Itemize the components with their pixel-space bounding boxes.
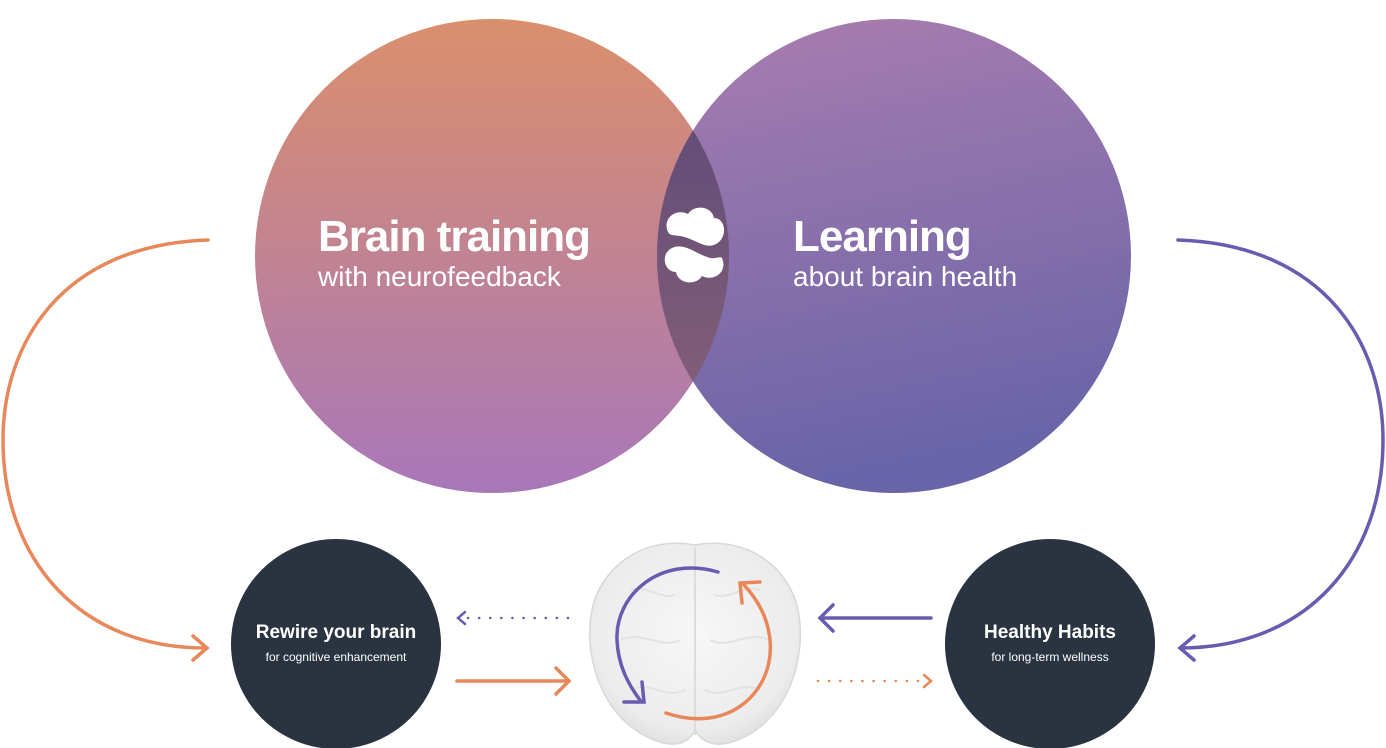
node-rewire bbox=[231, 539, 441, 748]
cycle-arrow-orange bbox=[664, 580, 773, 721]
dotted-arrow-to-rewire bbox=[456, 610, 570, 626]
arrow-habits-to-brain bbox=[817, 603, 933, 633]
rewire-label: Rewire your brain for cognitive enhancem… bbox=[231, 622, 441, 664]
venn-circle-learning bbox=[657, 19, 1131, 493]
habits-subtitle: for long-term wellness bbox=[991, 650, 1109, 664]
habits-title: Healthy Habits bbox=[984, 622, 1116, 643]
node-healthy-habits bbox=[945, 539, 1155, 748]
venn-right-label: Learning about brain health bbox=[793, 213, 1017, 293]
habits-label: Healthy Habits for long-term wellness bbox=[945, 622, 1155, 664]
rewire-subtitle: for cognitive enhancement bbox=[265, 650, 407, 664]
rewire-title: Rewire your brain bbox=[255, 622, 417, 643]
learning-subtitle: about brain health bbox=[793, 261, 1018, 292]
arc-arrow-orange bbox=[1, 238, 210, 662]
arc-arrow-purple bbox=[1176, 238, 1385, 662]
venn-left-label: Brain training with neurofeedback bbox=[318, 212, 591, 293]
learning-title: Learning bbox=[793, 212, 972, 261]
cycle-arrow-purple bbox=[615, 566, 720, 704]
brain-training-subtitle: with neurofeedback bbox=[318, 261, 561, 292]
venn-circle-brain-training bbox=[255, 19, 729, 493]
dotted-arrow-to-habits bbox=[816, 673, 933, 689]
cloud-wave-logo-icon bbox=[664, 207, 725, 283]
arrow-rewire-to-brain bbox=[455, 666, 572, 696]
brain-training-title: Brain training bbox=[318, 212, 591, 261]
